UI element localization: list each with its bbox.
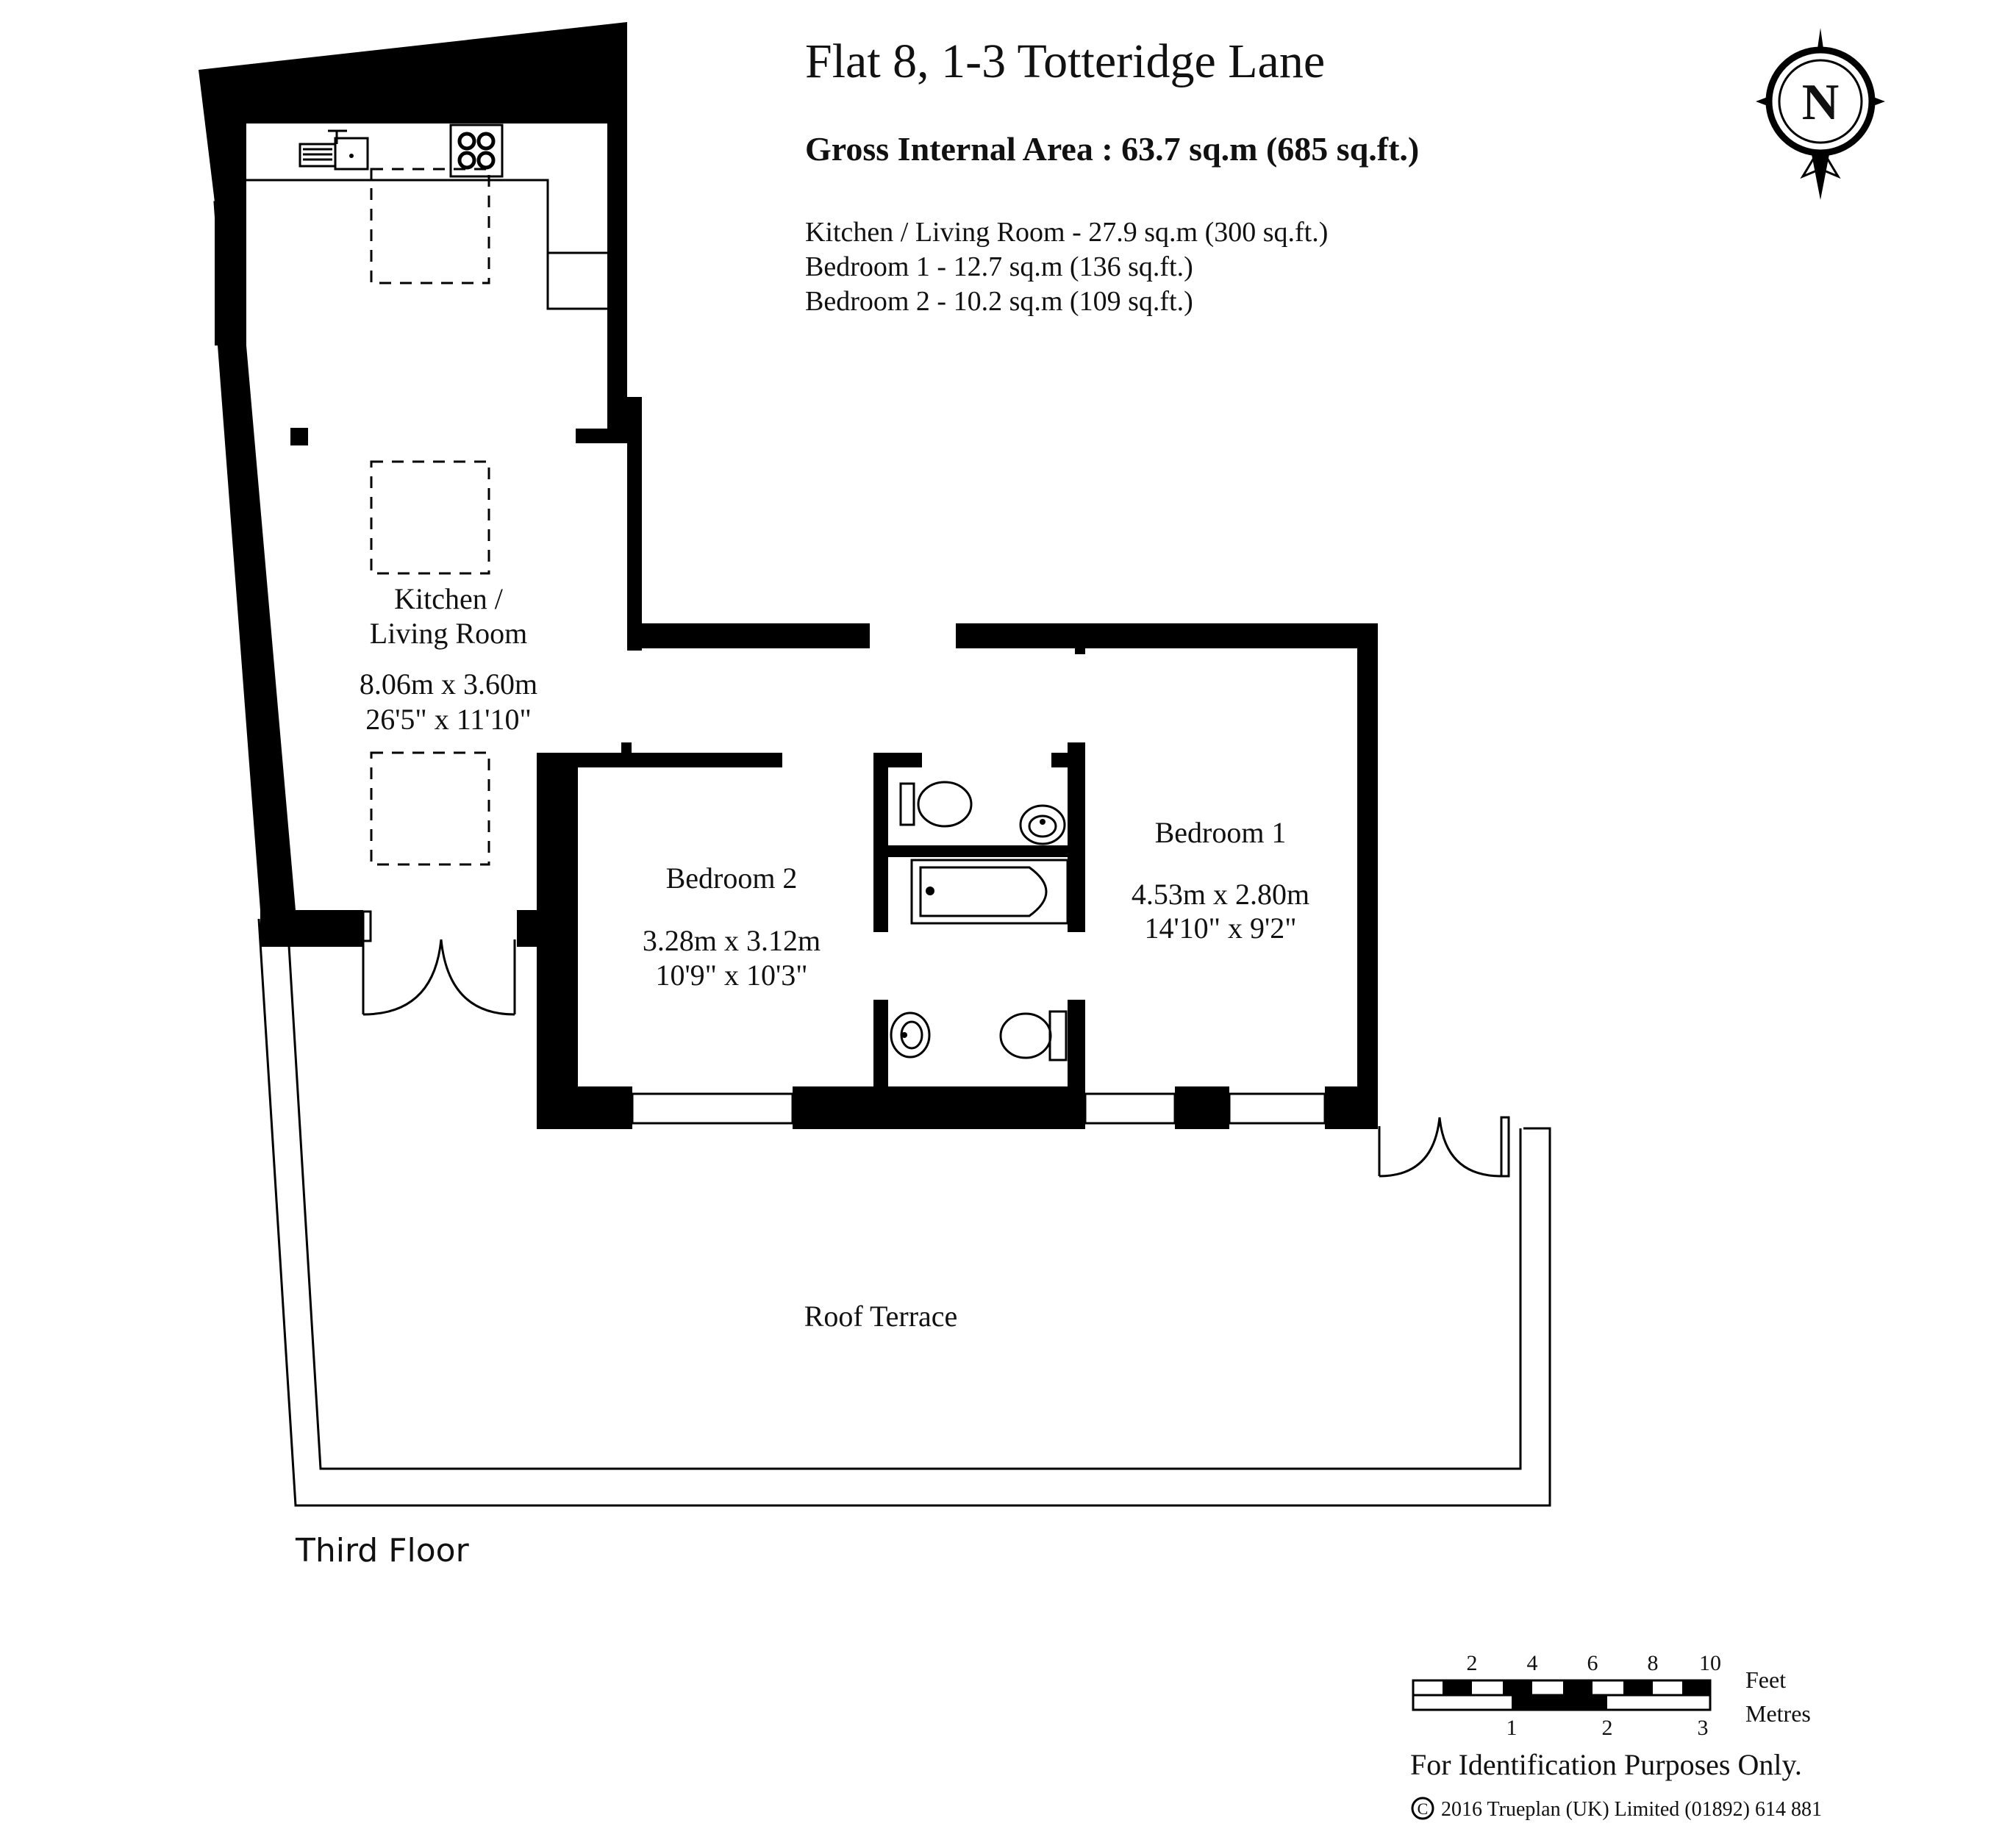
skylight-top [370, 168, 490, 284]
north-label: N [1802, 74, 1840, 131]
area-kitchen-living: Kitchen / Living Room - 27.9 sq.m (300 s… [805, 217, 1328, 248]
roof-terrace-outline [257, 918, 1551, 1507]
walls [199, 22, 1378, 1129]
toilet-icon [899, 781, 973, 828]
scale-bar: 2 4 6 8 10 Feet 1 2 3 Metres [1412, 1651, 1811, 1740]
copyright-notice: 2016 Trueplan (UK) Limited (01892) 614 8… [1441, 1798, 1822, 1821]
kitchen-dimensions-metric: 8.06m x 3.60m [360, 667, 537, 701]
bedroom-2-dimensions-metric: 3.28m x 3.12m [643, 924, 821, 957]
ensuite-toilet-icon [999, 1010, 1068, 1061]
scale-metre-label: Metres [1745, 1700, 1811, 1727]
disclaimer: For Identification Purposes Only. [1410, 1748, 1802, 1781]
scale-metre-tick-2: 2 [1602, 1716, 1613, 1740]
scale-feet-tick-8: 8 [1648, 1651, 1659, 1675]
basin-icon [1019, 804, 1066, 845]
scale-feet-tick-4: 4 [1527, 1651, 1538, 1675]
bedroom-2-dimensions-imperial: 10'9" x 10'3" [655, 959, 807, 992]
ensuite-basin-icon [890, 1011, 931, 1059]
sink-icon [299, 129, 369, 171]
kitchen-french-doors-icon [362, 910, 516, 1016]
plan-title: Flat 8, 1-3 Totteridge Lane [805, 35, 1325, 88]
bedroom-1-dimensions-metric: 4.53m x 2.80m [1132, 878, 1309, 911]
scale-metre-tick-1: 1 [1506, 1716, 1518, 1740]
gross-internal-area: Gross Internal Area : 63.7 sq.m (685 sq.… [805, 130, 1419, 168]
copyright-icon: C [1411, 1797, 1434, 1820]
kitchen-dimensions-imperial: 26'5" x 11'10" [365, 703, 532, 736]
area-bedroom-2: Bedroom 2 - 10.2 sq.m (109 sq.ft.) [805, 286, 1193, 317]
bedroom-2-label: Bedroom 2 [666, 862, 798, 895]
scale-feet-tick-2: 2 [1467, 1651, 1478, 1675]
bath-icon [910, 859, 1069, 925]
scale-feet-tick-10: 10 [1699, 1651, 1721, 1675]
kitchen-worktop [246, 179, 607, 310]
scale-feet-tick-6: 6 [1587, 1651, 1598, 1675]
kitchen-label-line1: Kitchen / [394, 582, 504, 615]
hob-icon [449, 123, 504, 178]
area-bedroom-1: Bedroom 1 - 12.7 sq.m (136 sq.ft.) [805, 251, 1193, 282]
scale-metre-tick-3: 3 [1698, 1716, 1709, 1740]
svg-text:C: C [1418, 1800, 1429, 1818]
terrace-french-doors-icon [1378, 1116, 1510, 1178]
kitchen-label-line2: Living Room [370, 617, 527, 650]
roof-terrace-label: Roof Terrace [804, 1300, 958, 1333]
scale-feet-label: Feet [1745, 1666, 1786, 1693]
north-arrow-icon: N [1756, 28, 1885, 200]
bedroom-1-label: Bedroom 1 [1155, 816, 1287, 849]
floor-label: Third Floor [295, 1532, 470, 1569]
skylight-middle [370, 460, 490, 575]
skylight-bottom [370, 751, 490, 866]
bedroom-1-dimensions-imperial: 14'10" x 9'2" [1144, 912, 1296, 945]
